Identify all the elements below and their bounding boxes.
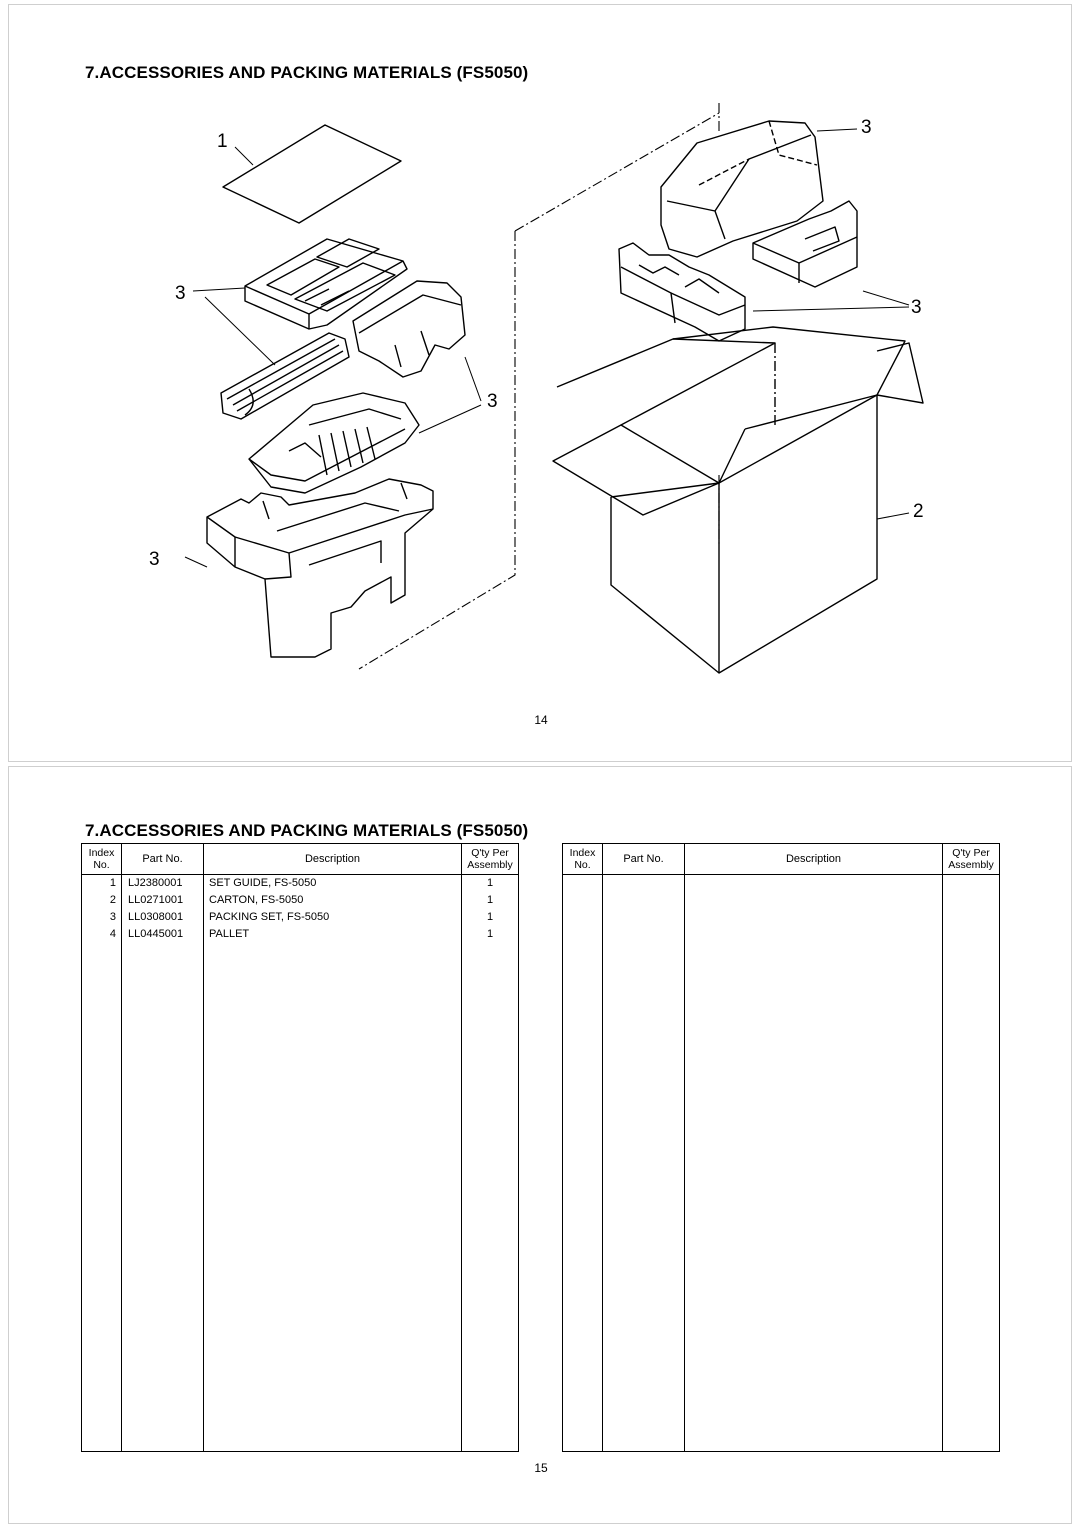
cell-qty: 1 [461,891,519,909]
callout-3-base: 3 [149,549,160,570]
cell-qty: 1 [461,908,519,926]
cell-index: 3 [81,908,122,926]
base-foam-block-drawing [206,478,434,658]
set-guide-sheet-drawing [222,124,402,224]
table-row: 4 LL0445001 PALLET 1 [81,925,519,943]
exploded-packing-diagram: 1 3 3 3 3 3 2 [149,103,924,674]
cell-description: CARTON, FS-5050 [203,891,462,909]
table-blank-space [562,874,1000,1452]
column-description: Description [684,843,943,875]
assembly-guide-lines [358,103,720,670]
callout-3-tray: 3 [175,283,186,304]
parts-list-table-right: Index No. Part No. Description Q'ty Per … [562,843,1000,1452]
cell-index: 4 [81,925,122,943]
column-index-no: Index No. [562,843,603,875]
table-blank-space [81,942,519,1452]
cell-part-no: LL0271001 [121,891,204,909]
wrapped-bed-part-drawing [248,392,420,494]
page-number: 14 [534,713,548,727]
cell-description: PACKING SET, FS-5050 [203,908,462,926]
parts-list-table-left: Index No. Part No. Description Q'ty Per … [81,843,519,1452]
accessory-foam-tray-drawing [244,238,408,330]
callout-2: 2 [913,501,924,522]
column-description: Description [203,843,462,875]
column-index-no: Index No. [81,843,122,875]
page-15: 7.ACCESSORIES AND PACKING MATERIALS (FS5… [8,766,1072,1524]
wrapped-motor-cover-drawing [352,280,466,378]
carton-box-drawing [552,326,924,674]
cell-description: SET GUIDE, FS-5050 [203,874,462,892]
cell-description: PALLET [203,925,462,943]
callout-3-bed: 3 [487,391,498,412]
cell-qty: 1 [461,925,519,943]
column-qty-per-assembly: Q'ty Per Assembly [942,843,1000,875]
page-heading: 7.ACCESSORIES AND PACKING MATERIALS (FS5… [85,821,529,840]
cell-part-no: LL0308001 [121,908,204,926]
wrapped-machine-head-drawing [660,120,824,258]
column-part-no: Part No. [121,843,204,875]
cell-index: 2 [81,891,122,909]
page-heading: 7.ACCESSORIES AND PACKING MATERIALS (FS5… [85,63,529,82]
callout-3-caps: 3 [911,297,922,318]
cell-part-no: LJ2380001 [121,874,204,892]
cell-qty: 1 [461,874,519,892]
table-header-row: Index No. Part No. Description Q'ty Per … [562,843,1000,875]
page-14: 7.ACCESSORIES AND PACKING MATERIALS (FS5… [8,4,1072,762]
left-end-cap-foam-drawing [618,242,746,342]
right-end-cap-foam-drawing [752,200,858,288]
callout-leader-lines [184,128,910,568]
table-row: 3 LL0308001 PACKING SET, FS-5050 1 [81,908,519,926]
callout-1: 1 [217,131,228,152]
table-row: 2 LL0271001 CARTON, FS-5050 1 [81,891,519,909]
callout-3-head: 3 [861,117,872,138]
cell-index: 1 [81,874,122,892]
column-qty-per-assembly: Q'ty Per Assembly [461,843,519,875]
page-number: 15 [534,1461,548,1475]
table-row: 1 LJ2380001 SET GUIDE, FS-5050 1 [81,874,519,892]
wrapped-arm-part-drawing [220,332,350,420]
column-part-no: Part No. [602,843,685,875]
cell-part-no: LL0445001 [121,925,204,943]
table-header-row: Index No. Part No. Description Q'ty Per … [81,843,519,875]
